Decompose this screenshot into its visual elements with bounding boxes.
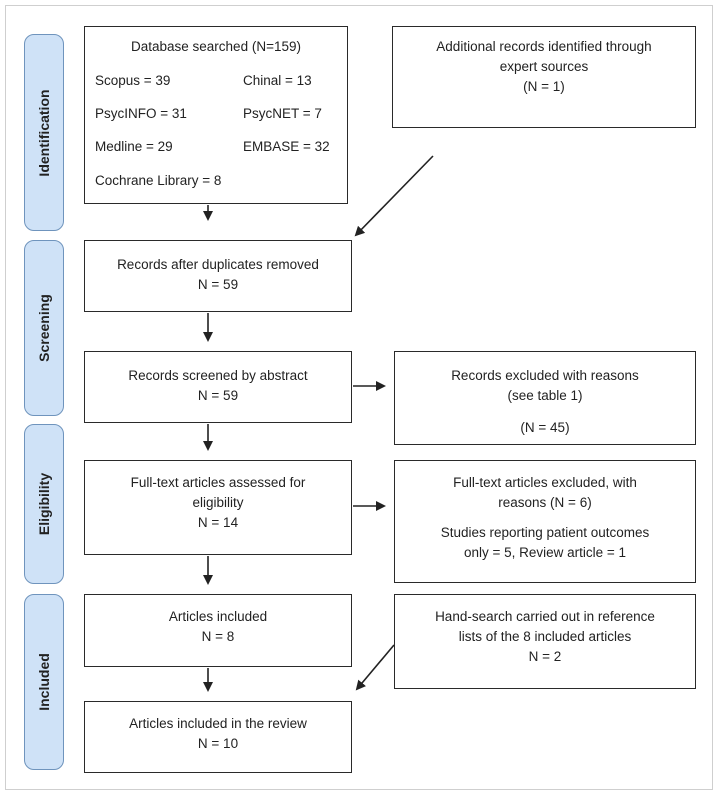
db-cochrane: Cochrane Library = 8 <box>95 173 222 188</box>
database-searched-box: Database searched (N=159) Scopus = 39 Ch… <box>84 26 348 204</box>
box-line: Records excluded with reasons <box>451 368 639 383</box>
box-line: N = 59 <box>197 388 239 403</box>
hand-search-box: Hand-search carried out in reference lis… <box>394 594 696 689</box>
box-line: reasons (N = 6) <box>498 495 592 510</box>
db-chinal: Chinal = 13 <box>243 73 312 88</box>
box-line: expert sources <box>499 59 589 74</box>
additional-records-box: Additional records identified through ex… <box>392 26 696 128</box>
db-scopus: Scopus = 39 <box>95 73 171 88</box>
db-medline: Medline = 29 <box>95 139 173 154</box>
box-line: Studies reporting patient outcomes <box>440 525 650 540</box>
arrow-additional-to-duplicates <box>354 155 434 237</box>
stage-identification: Identification <box>24 34 64 231</box>
box-line: only = 5, Review article = 1 <box>463 545 627 560</box>
db-psycnet: PsycNET = 7 <box>243 106 322 121</box>
box-line: Articles included <box>168 609 268 624</box>
stage-included: Included <box>24 594 64 770</box>
fulltext-assessed-box: Full-text articles assessed for eligibil… <box>84 460 352 555</box>
figure-frame <box>5 5 713 790</box>
final-included-box: Articles included in the review N = 10 <box>84 701 352 773</box>
articles-included-box: Articles included N = 8 <box>84 594 352 667</box>
db-psycinfo: PsycINFO = 31 <box>95 106 187 121</box>
box-line: Additional records identified through <box>436 39 652 54</box>
arrow-handsearch-to-final <box>355 644 395 691</box>
box-line: Hand-search carried out in reference <box>435 609 655 624</box>
stage-eligibility: Eligibility <box>24 424 64 584</box>
screened-by-abstract-box: Records screened by abstract N = 59 <box>84 351 352 423</box>
box-line: (N = 1) <box>523 79 565 94</box>
box-line: Full-text articles assessed for <box>130 475 306 490</box>
box-line: N = 8 <box>201 629 235 644</box>
box-line: Full-text articles excluded, with <box>453 475 637 490</box>
box-line: N = 59 <box>197 277 239 292</box>
box-line: lists of the 8 included articles <box>458 629 632 644</box>
box-line: N = 14 <box>197 515 239 530</box>
box-line: Articles included in the review <box>129 716 307 731</box>
db-embase: EMBASE = 32 <box>243 139 330 154</box>
box-line: N = 10 <box>197 736 239 751</box>
box-line: N = 2 <box>528 649 562 664</box>
box-line: (N = 45) <box>520 420 570 435</box>
database-title: Database searched (N=159) <box>131 39 301 54</box>
records-excluded-box: Records excluded with reasons (see table… <box>394 351 696 445</box>
fulltext-excluded-box: Full-text articles excluded, with reason… <box>394 460 696 583</box>
box-line: Records after duplicates removed <box>117 257 319 272</box>
box-line: Records screened by abstract <box>128 368 308 383</box>
box-line: (see table 1) <box>507 388 583 403</box>
box-line: eligibility <box>192 495 244 510</box>
stage-screening: Screening <box>24 240 64 416</box>
duplicates-removed-box: Records after duplicates removed N = 59 <box>84 240 352 312</box>
